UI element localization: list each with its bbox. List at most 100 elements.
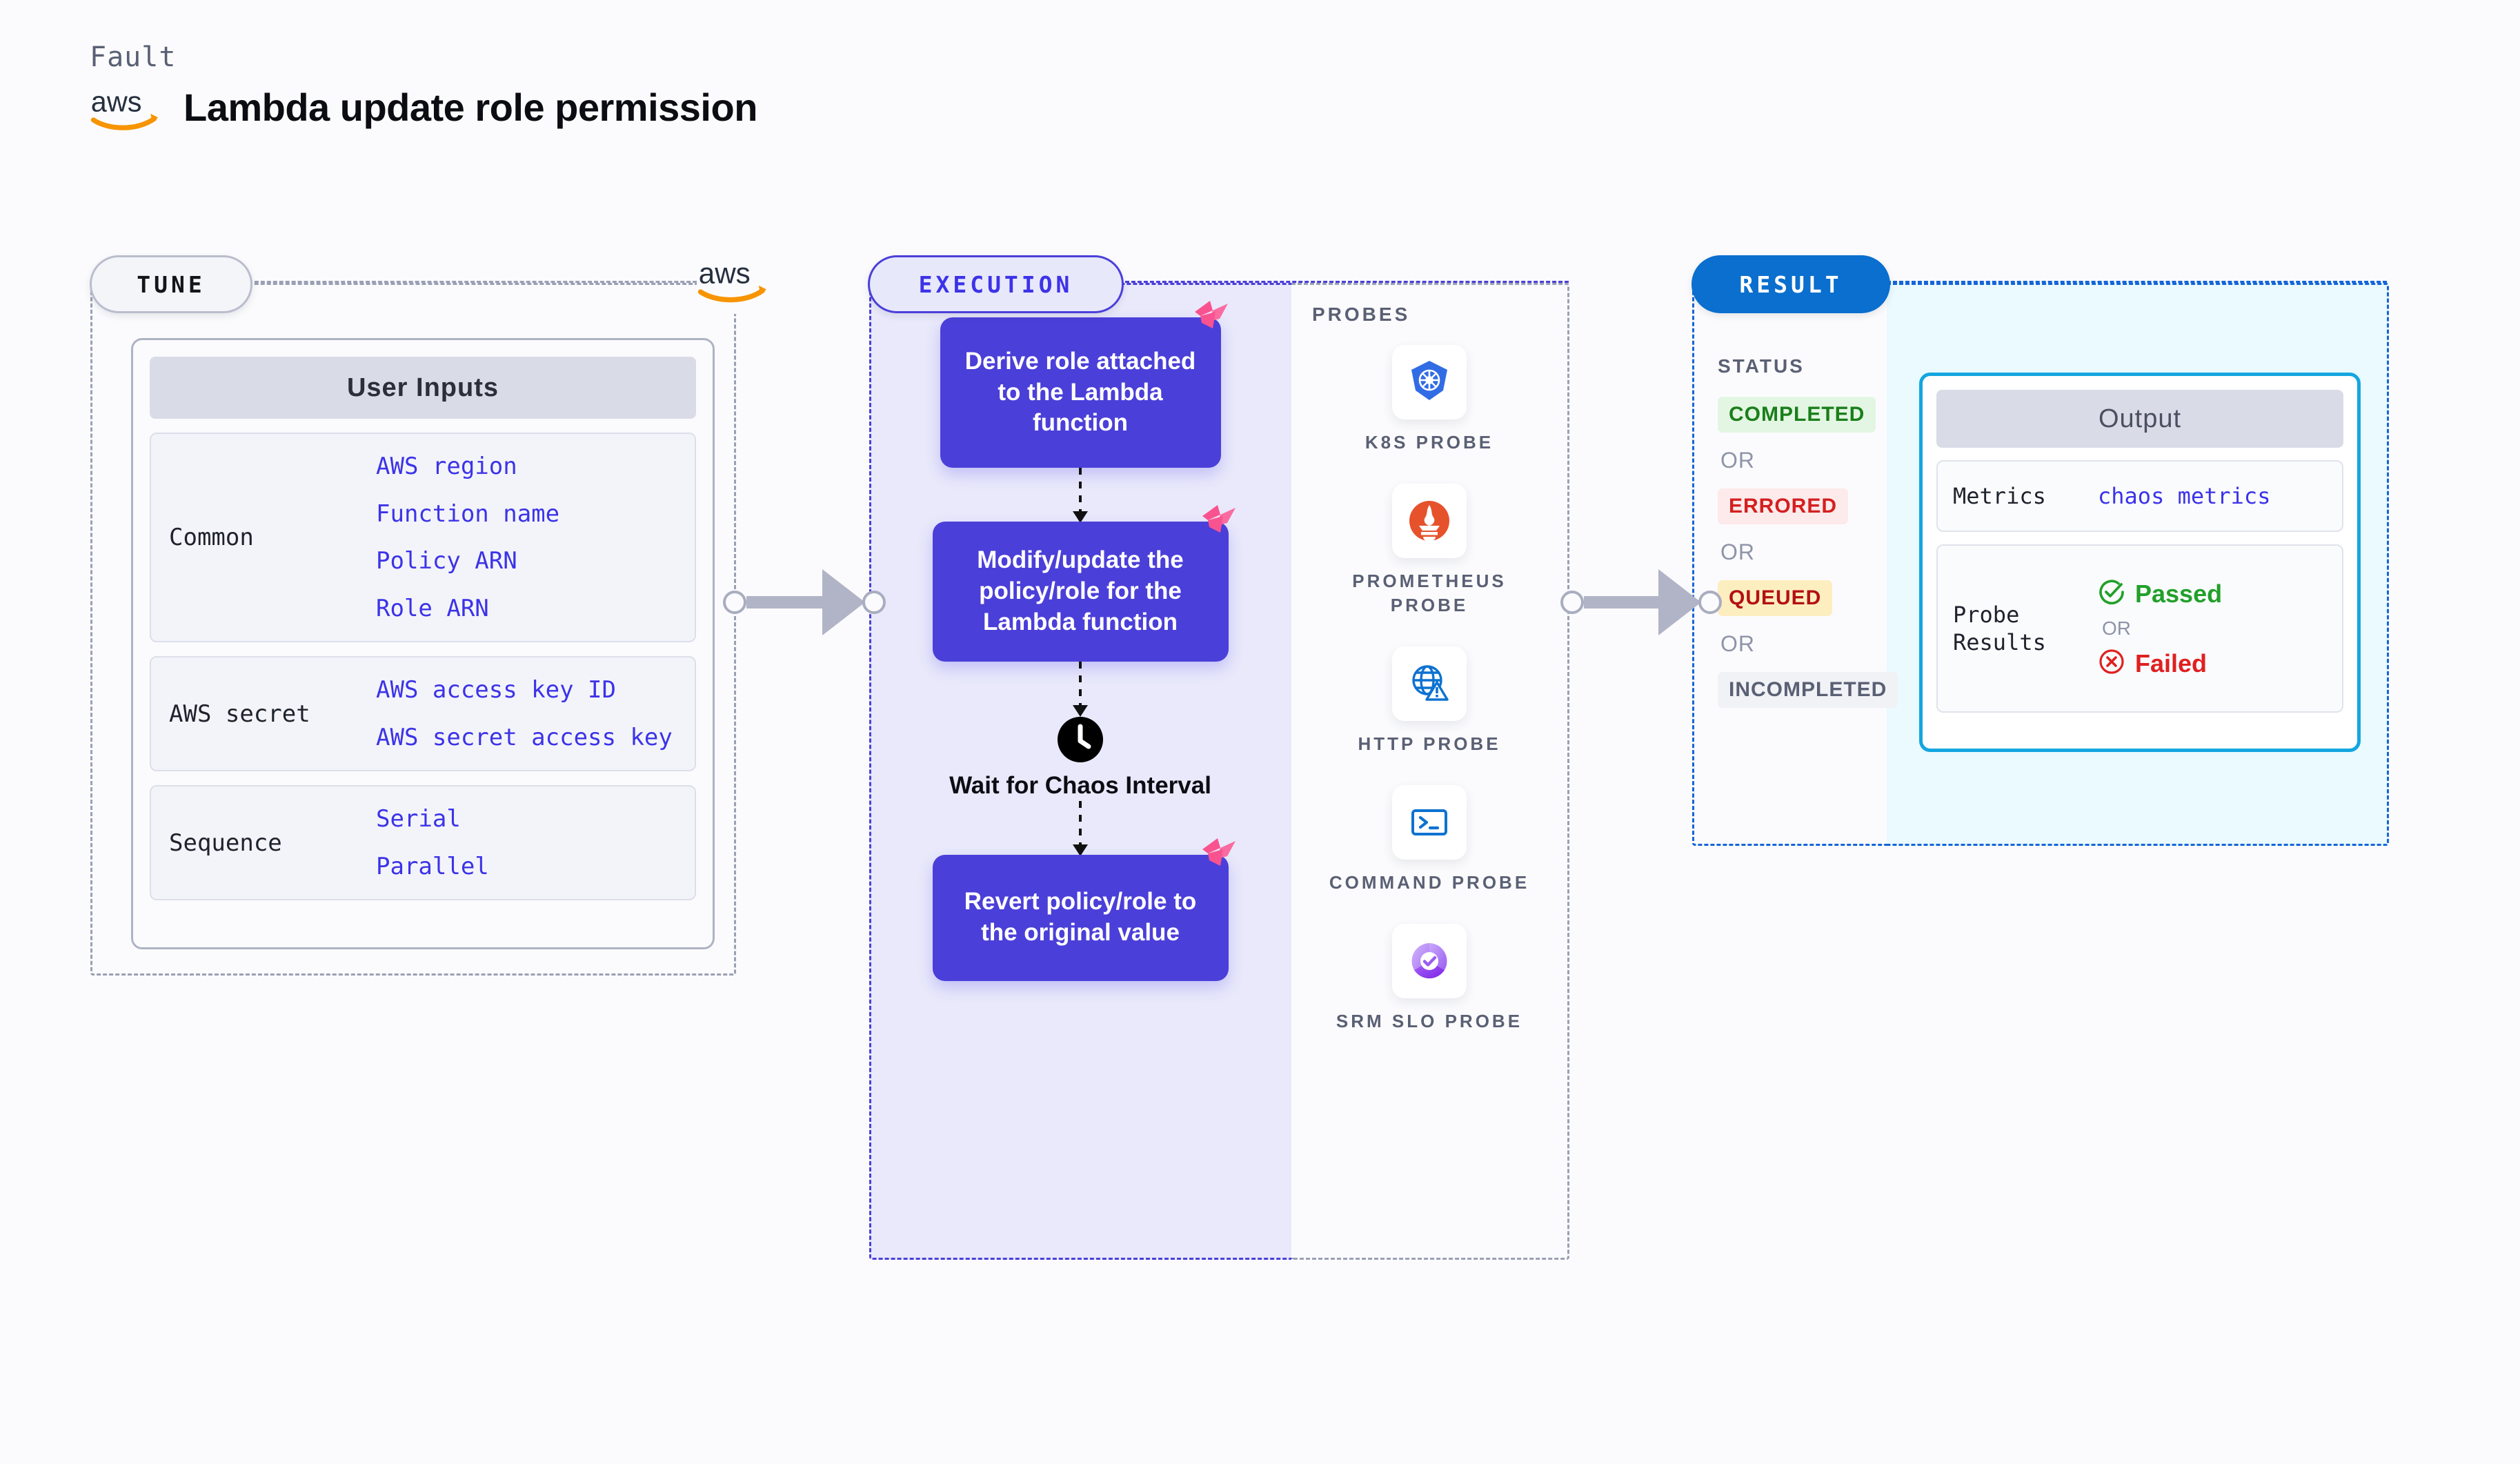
- litmus-flag-icon: [1200, 502, 1238, 538]
- input-value[interactable]: Serial: [376, 805, 461, 833]
- prometheus-icon: [1409, 501, 1449, 542]
- connector-dot: [1698, 591, 1722, 614]
- connector-arrow-icon: [1658, 569, 1701, 635]
- status-or-label: OR: [1720, 631, 1755, 656]
- globe-warning-icon: [1412, 665, 1449, 701]
- kubernetes-icon: [1411, 361, 1447, 400]
- input-value[interactable]: AWS secret access key: [376, 723, 673, 751]
- probe-item-k8s[interactable]: K8S PROBE: [1326, 345, 1533, 455]
- probe-label: COMMAND PROBE: [1329, 872, 1530, 893]
- connector-line: [1584, 596, 1660, 609]
- output-metrics-value[interactable]: chaos metrics: [2098, 483, 2271, 509]
- tune-phase-badge[interactable]: TUNE: [90, 255, 252, 313]
- output-probe-results-label: Probe Results: [1953, 602, 2046, 655]
- execution-top-dash: [1119, 281, 1569, 283]
- aws-logo-edge: aws: [697, 248, 773, 314]
- clock-icon: [1056, 715, 1104, 764]
- tune-top-dash: [248, 281, 709, 283]
- input-group-label: AWS secret: [169, 700, 310, 728]
- connector-line: [746, 596, 824, 609]
- probe-result-passed-label: Passed: [2135, 579, 2223, 608]
- input-group-sequence: Sequence Serial Parallel: [150, 785, 696, 900]
- probe-item-srm-slo[interactable]: SRM SLO PROBE: [1326, 924, 1533, 1033]
- input-value[interactable]: Function name: [376, 499, 560, 528]
- execution-step-text: Modify/update the policy/role for the La…: [977, 546, 1184, 635]
- connector-arrow-icon: [822, 569, 865, 635]
- flow-arrow-icon: [1073, 800, 1088, 856]
- probe-tile: [1392, 924, 1467, 999]
- input-value[interactable]: Role ARN: [376, 594, 489, 622]
- flow-arrow-icon: [1073, 662, 1088, 717]
- execution-step-box[interactable]: Modify/update the policy/role for the La…: [932, 505, 1236, 662]
- user-inputs-card: User Inputs Common AWS region Function n…: [131, 338, 715, 949]
- input-group-label: Common: [169, 524, 254, 551]
- status-list: COMPLETED OR ERRORED OR QUEUED OR INCOMP…: [1718, 397, 1898, 708]
- connector-dot: [1560, 591, 1584, 614]
- execution-step-box[interactable]: Revert policy/role to the original value: [932, 838, 1236, 981]
- status-or-label: OR: [1720, 448, 1755, 473]
- probes-list: K8S PROBE PROMETHEUS PROBE: [1291, 345, 1567, 1034]
- litmus-flag-icon: [1200, 835, 1238, 871]
- probes-panel: [1291, 283, 1569, 1260]
- probe-label: PROMETHEUS PROBE: [1352, 571, 1507, 616]
- execution-step-box[interactable]: Derive role attached to the Lambda funct…: [940, 301, 1228, 468]
- execution-step-text: Revert policy/role to the original value: [964, 888, 1197, 947]
- probe-result-or-label: OR: [2102, 617, 2131, 639]
- probe-result-failed-label: Failed: [2135, 649, 2208, 677]
- result-phase-badge[interactable]: RESULT: [1691, 255, 1890, 313]
- status-badge-errored: ERRORED: [1718, 488, 1849, 524]
- wait-for-chaos-interval: Wait for Chaos Interval: [949, 715, 1211, 801]
- probe-tile: [1392, 785, 1467, 860]
- page-header: Fault aws Lambda update role permission: [90, 41, 757, 132]
- probe-result-failed: Failed: [2098, 648, 2222, 679]
- input-group-label: Sequence: [169, 829, 282, 857]
- user-inputs-title: User Inputs: [150, 357, 696, 419]
- execution-phase-badge[interactable]: EXECUTION: [868, 255, 1124, 313]
- execution-flow: Derive role attached to the Lambda funct…: [869, 301, 1291, 981]
- input-value[interactable]: AWS access key ID: [376, 676, 616, 704]
- status-badge-completed: COMPLETED: [1718, 397, 1876, 433]
- input-value[interactable]: Policy ARN: [376, 547, 517, 575]
- probe-tile: [1392, 484, 1467, 559]
- svg-text:aws: aws: [91, 86, 142, 117]
- litmus-flag-icon: [1192, 298, 1231, 334]
- check-circle-icon: [2098, 578, 2125, 609]
- probe-item-prometheus[interactable]: PROMETHEUS PROBE: [1326, 484, 1533, 617]
- connector-tune-to-execution: [723, 569, 886, 635]
- output-title: Output: [1936, 390, 2343, 448]
- status-badge-incompleted: INCOMPLETED: [1718, 672, 1898, 708]
- status-title: STATUS: [1718, 355, 1805, 377]
- probe-tile: [1392, 345, 1467, 419]
- output-metrics-label: Metrics: [1953, 483, 2046, 509]
- input-group-aws-secret: AWS secret AWS access key ID AWS secret …: [150, 656, 696, 771]
- page-title: Lambda update role permission: [183, 85, 757, 129]
- probe-item-command[interactable]: COMMAND PROBE: [1326, 785, 1533, 895]
- x-circle-icon: [2098, 648, 2125, 679]
- probe-label: SRM SLO PROBE: [1336, 1011, 1523, 1032]
- status-or-label: OR: [1720, 540, 1755, 564]
- wait-label: Wait for Chaos Interval: [949, 772, 1211, 799]
- flow-arrow-icon: [1073, 468, 1088, 523]
- status-badge-queued: QUEUED: [1718, 580, 1833, 616]
- srm-slo-icon: [1411, 943, 1447, 979]
- input-group-common: Common AWS region Function name Policy A…: [150, 433, 696, 642]
- input-value[interactable]: AWS region: [376, 453, 517, 480]
- probes-title: PROBES: [1312, 304, 1411, 325]
- svg-text:aws: aws: [699, 257, 751, 289]
- output-card: Output Metrics chaos metrics Probe Resul…: [1919, 373, 2361, 752]
- output-probe-results-row: Probe Results Passed OR: [1936, 544, 2343, 713]
- probe-label: K8S PROBE: [1365, 432, 1494, 453]
- probe-tile: [1392, 646, 1467, 722]
- output-metrics-row: Metrics chaos metrics: [1936, 460, 2343, 532]
- connector-execution-to-result: [1560, 569, 1722, 635]
- aws-logo: aws: [90, 81, 164, 132]
- connector-dot: [862, 591, 886, 614]
- probe-result-passed: Passed: [2098, 578, 2222, 609]
- result-top-dash: [1887, 281, 2387, 283]
- probe-label: HTTP PROBE: [1358, 733, 1501, 755]
- probe-item-http[interactable]: HTTP PROBE: [1326, 646, 1533, 756]
- input-value[interactable]: Parallel: [376, 852, 489, 880]
- connector-dot: [723, 591, 746, 614]
- tune-panel: [90, 283, 736, 976]
- terminal-icon: [1411, 809, 1447, 836]
